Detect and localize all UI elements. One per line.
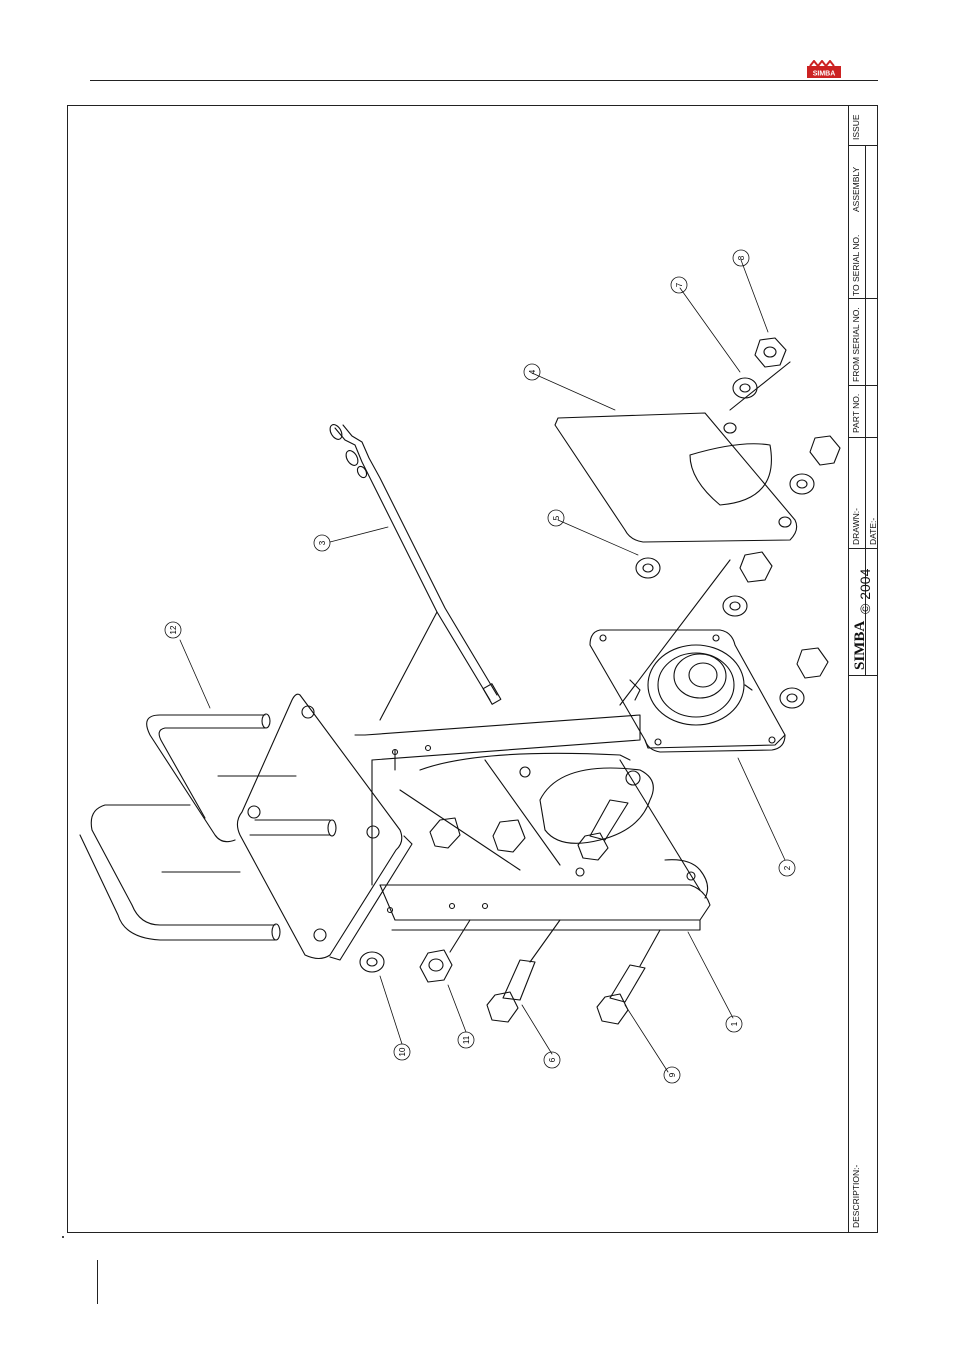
callout-12: 12 [165, 622, 181, 638]
svg-text:12: 12 [169, 625, 178, 634]
drawn-label: DRAWN:- [851, 508, 861, 545]
flange-bearing-part [590, 630, 785, 752]
svg-text:8: 8 [737, 255, 746, 260]
from-serial-label: FROM SERIAL NO. [851, 307, 861, 382]
u-bolt-part [80, 714, 336, 940]
footer-rule [97, 1260, 98, 1304]
svg-text:5: 5 [552, 515, 561, 520]
description-label: DESCRIPTION:- [851, 1165, 861, 1228]
tb-rule [848, 548, 878, 549]
svg-text:11: 11 [462, 1035, 471, 1044]
svg-text:7: 7 [675, 282, 684, 287]
title-block-border [848, 105, 849, 1233]
issue-label: ISSUE [851, 114, 861, 140]
simba-logo: SIMBA [806, 60, 842, 80]
svg-text:9: 9 [668, 1072, 677, 1077]
date-label: DATE:- [868, 518, 878, 545]
tb-rule [848, 437, 878, 438]
callout-9: 9 [664, 1067, 680, 1083]
bolts-nuts-set [360, 800, 660, 1024]
part-no-label: PART NO. [851, 394, 861, 433]
callout-10: 10 [394, 1044, 410, 1060]
tb-rule [848, 145, 878, 146]
callout-1: 1 [726, 1016, 742, 1032]
tb-rule [848, 675, 878, 676]
tb-rule [848, 385, 878, 386]
title-block-logo: SIMBA [852, 621, 869, 670]
svg-text:3: 3 [318, 540, 327, 545]
footer-mark [62, 1236, 64, 1238]
svg-text:4: 4 [528, 369, 537, 374]
callout-11: 11 [458, 1032, 474, 1048]
svg-text:6: 6 [548, 1057, 557, 1062]
header-rule [90, 80, 878, 81]
exploded-assembly-drawing: 1 2 3 4 5 6 7 8 9 10 11 12 [70, 108, 846, 1230]
callout-7: 7 [671, 277, 687, 293]
callout-2: 2 [779, 860, 795, 876]
svg-text:SIMBA: SIMBA [813, 71, 836, 78]
cover-plate-part [555, 413, 797, 542]
callout-3: 3 [314, 535, 330, 551]
copyright-text: © 2004 [857, 569, 873, 614]
assembly-label: ASSEMBLY [851, 167, 861, 212]
to-serial-label: TO SERIAL NO. [851, 235, 861, 296]
callout-5: 5 [548, 510, 564, 526]
callout-8: 8 [733, 250, 749, 266]
grease-line-part [328, 423, 501, 720]
callout-4: 4 [524, 364, 540, 380]
washer-nut-set [620, 338, 840, 708]
svg-text:10: 10 [398, 1047, 407, 1056]
svg-text:1: 1 [730, 1021, 739, 1026]
tb-rule [848, 298, 878, 299]
svg-text:2: 2 [783, 865, 792, 870]
